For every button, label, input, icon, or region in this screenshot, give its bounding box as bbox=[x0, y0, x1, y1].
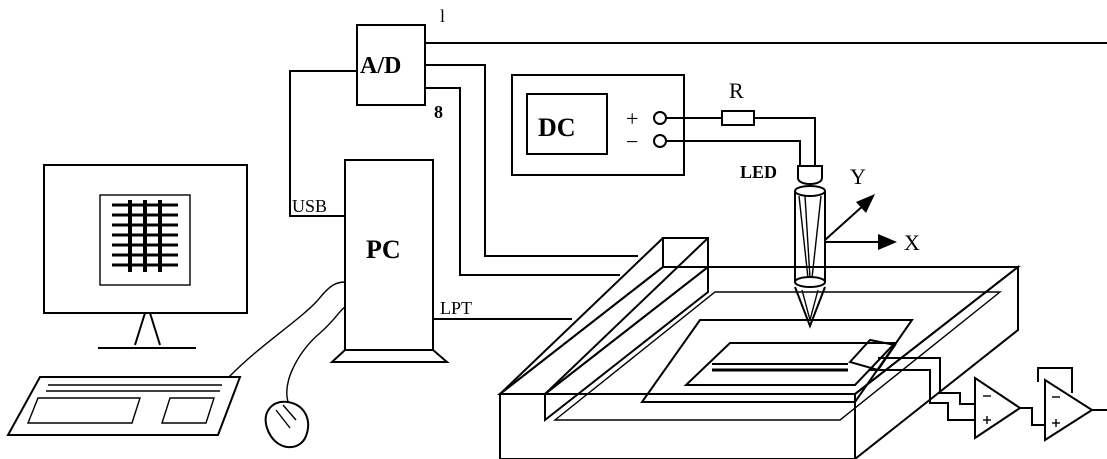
xy-stage bbox=[497, 237, 1021, 459]
resistor bbox=[721, 110, 755, 126]
sample-contact bbox=[848, 338, 897, 372]
amp-input-wire-1 bbox=[878, 357, 975, 405]
amplifier-2-body bbox=[1044, 378, 1094, 442]
signal-wire-stage-2 bbox=[425, 87, 620, 276]
pin-top-label: l bbox=[440, 6, 445, 26]
amplifier-1-body bbox=[974, 376, 1022, 440]
stage-rail-top bbox=[497, 266, 711, 395]
axis-x-label: X bbox=[904, 230, 920, 255]
monitor-stand-left bbox=[134, 312, 146, 346]
monitor bbox=[43, 164, 248, 349]
pc-tower bbox=[329, 159, 450, 363]
axes bbox=[824, 194, 897, 250]
signal-wire-stage-1 bbox=[425, 64, 638, 257]
monitor-window bbox=[99, 194, 191, 286]
amp-link-wire bbox=[1020, 407, 1045, 426]
led-label: LED bbox=[740, 162, 777, 182]
stage-side-face bbox=[854, 264, 1019, 459]
pin-bottom-label: 8 bbox=[434, 102, 443, 122]
usb-label: USB bbox=[292, 196, 327, 216]
probe-bottom-ellipse bbox=[794, 276, 826, 288]
amplifier-2-feedback bbox=[1037, 367, 1073, 393]
lpt-label: LPT bbox=[440, 298, 472, 318]
axis-y-label: Y bbox=[850, 164, 866, 189]
dc-terminal-plus bbox=[653, 111, 667, 125]
stage-front-face bbox=[499, 393, 856, 459]
mouse bbox=[264, 400, 310, 449]
dc-label: DC bbox=[538, 113, 576, 142]
monitor-stand-right bbox=[149, 312, 161, 346]
sample-plate bbox=[640, 319, 914, 403]
wire-minus-led bbox=[666, 140, 801, 166]
stage-rail-side bbox=[544, 264, 709, 423]
amplifier-2 bbox=[1037, 367, 1107, 442]
ad-label: A/D bbox=[360, 53, 401, 79]
stage-groove bbox=[553, 291, 1002, 421]
axis-x-arrow-icon bbox=[878, 234, 897, 250]
keyboard-numpad bbox=[161, 397, 215, 424]
amplifier-1 bbox=[974, 376, 1045, 440]
dc-minus-label: − bbox=[626, 129, 638, 154]
monitor-pattern bbox=[112, 200, 178, 272]
dc-plus-label: + bbox=[626, 106, 638, 131]
wire-resistor-led bbox=[754, 117, 816, 166]
probe-top-ellipse bbox=[794, 185, 826, 197]
stage-rail-end bbox=[662, 237, 709, 268]
amp-input-wire-2 bbox=[870, 369, 975, 421]
dc-terminal-minus bbox=[653, 134, 667, 148]
probe-tip bbox=[794, 286, 826, 329]
dc-supply bbox=[511, 74, 685, 176]
monitor-screen-frame bbox=[43, 164, 248, 314]
mouse-body bbox=[264, 400, 310, 449]
keyboard-cable bbox=[228, 281, 346, 378]
axis-y-arrow-icon bbox=[856, 194, 875, 213]
mouse-cable bbox=[286, 306, 346, 403]
sample bbox=[683, 342, 898, 386]
usb-cable bbox=[289, 70, 357, 217]
led bbox=[797, 165, 823, 185]
led-probe bbox=[794, 165, 826, 329]
keyboard-body bbox=[6, 376, 242, 436]
pc-label: PC bbox=[366, 235, 401, 264]
axis-y-line bbox=[824, 203, 866, 241]
pc-base bbox=[329, 349, 450, 363]
resistor-label: R bbox=[729, 78, 744, 103]
keyboard bbox=[6, 376, 242, 436]
dc-supply-case bbox=[511, 74, 685, 176]
keyboard-main-keys bbox=[26, 397, 141, 424]
dc-display bbox=[526, 93, 608, 155]
